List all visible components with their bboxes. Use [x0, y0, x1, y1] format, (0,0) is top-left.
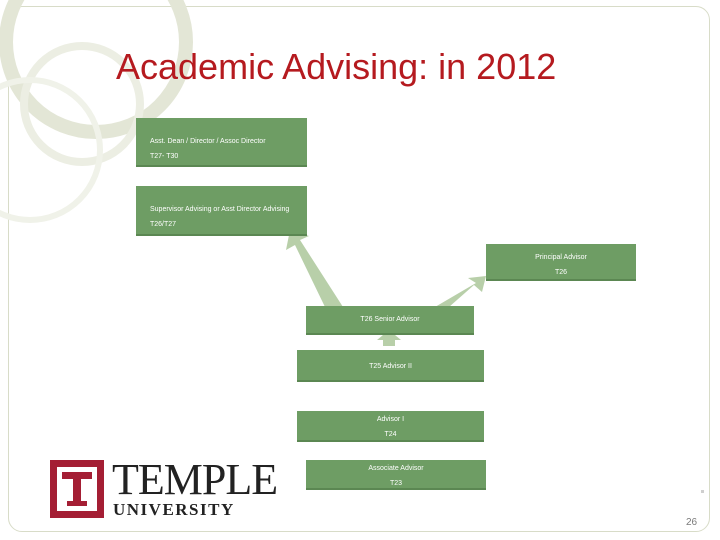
page-number: 26 — [686, 517, 698, 528]
box-advisor-2-title: T25 Advisor II — [369, 363, 412, 370]
box-senior-advisor-title: T26 Senior Advisor — [360, 316, 420, 323]
box-asst-dean-title: Asst. Dean / Director / Assoc Director — [150, 138, 266, 145]
box-asst-dean: Asst. Dean / Director / Assoc Director T… — [136, 118, 307, 167]
box-principal-grade: T26 — [554, 269, 568, 276]
box-principal: Principal Advisor T26 — [486, 244, 636, 281]
box-supervisor-title: Supervisor Advising or Asst Director Adv… — [150, 206, 290, 213]
temple-t-logo-icon — [50, 460, 104, 518]
box-associate-advisor: Associate Advisor T23 — [306, 460, 486, 490]
box-advisor-1: Advisor I T24 — [297, 411, 484, 442]
box-associate-advisor-title: Associate Advisor — [368, 465, 424, 472]
box-asst-dean-grade: T27- T30 — [150, 153, 179, 160]
box-advisor-2: T25 Advisor II — [297, 350, 484, 382]
box-senior-advisor: T26 Senior Advisor — [306, 306, 474, 335]
logo-wordmark: TEMPLE — [112, 455, 278, 504]
box-supervisor-grade: T26/T27 — [150, 221, 177, 228]
box-principal-title: Principal Advisor — [535, 254, 587, 261]
box-supervisor: Supervisor Advising or Asst Director Adv… — [136, 186, 307, 236]
arrow-up-right — [435, 276, 486, 307]
slide-frame — [8, 6, 710, 532]
logo-subtitle: UNIVERSITY — [113, 500, 235, 519]
arrow-up-left — [286, 230, 343, 307]
slide-title: Academic Advising: in 2012 — [116, 46, 557, 87]
box-associate-advisor-grade: T23 — [389, 480, 403, 487]
decorative-dot — [701, 490, 704, 493]
arrow-up-center — [377, 330, 401, 346]
box-advisor-1-grade: T24 — [384, 431, 397, 438]
box-advisor-1-title: Advisor I — [376, 416, 405, 423]
